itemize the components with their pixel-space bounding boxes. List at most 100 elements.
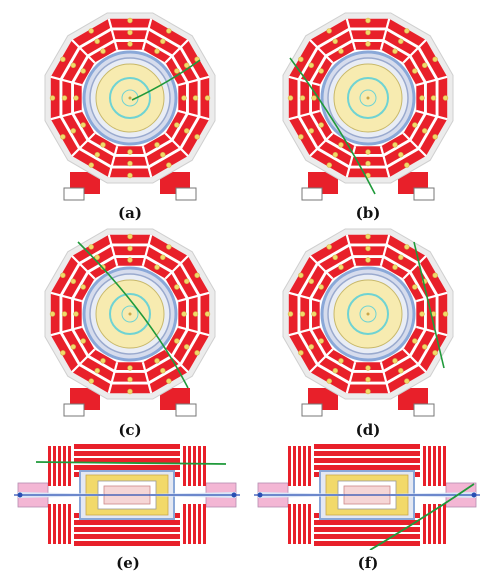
sector-gap — [379, 362, 391, 394]
tracker-ring — [347, 77, 389, 119]
endcap-disk-left-top — [293, 446, 296, 486]
muon-chamber — [73, 95, 79, 101]
endcap-disk-right-bottom — [183, 504, 186, 544]
end-view-detector-b — [282, 12, 454, 201]
side-view-detector-e — [14, 444, 240, 546]
muon-chamber — [154, 48, 160, 54]
muon-chamber — [94, 254, 100, 260]
sector-gap — [141, 234, 153, 266]
support-base-left — [63, 187, 85, 201]
endcap-disk-left-bottom — [63, 504, 66, 544]
endcap-disk-left-bottom — [293, 504, 296, 544]
muon-chamber — [184, 62, 190, 68]
muon-chamber — [326, 378, 332, 384]
endcap-disk-left-top — [303, 446, 306, 486]
muon-chamber — [100, 48, 106, 54]
barrel-muon-layer-top — [74, 451, 180, 456]
support-base-right — [175, 187, 197, 201]
barrel-muon-layer-top — [74, 465, 180, 470]
muon-chamber — [154, 142, 160, 148]
panel-a — [40, 12, 220, 202]
sector-gap — [50, 325, 82, 337]
muon-chamber — [392, 142, 398, 148]
sector-gap — [50, 109, 82, 121]
muon-chamber — [100, 358, 106, 364]
endcap-disk-right-bottom — [423, 504, 426, 544]
muon-chamber — [61, 311, 68, 317]
sector-gap — [288, 291, 320, 303]
muon-chamber — [127, 376, 133, 383]
muon-chamber — [88, 162, 94, 168]
side-view-detector-f — [254, 444, 480, 550]
sector-gap — [416, 75, 448, 87]
muon-chamber — [338, 142, 344, 148]
interaction-point — [128, 312, 132, 316]
sector-gap — [141, 362, 153, 394]
muon-chamber — [94, 152, 100, 158]
sector-gap — [107, 234, 119, 266]
muon-chamber — [194, 350, 200, 356]
muon-chamber — [154, 264, 160, 270]
endcap-disk-right-top — [188, 446, 191, 486]
sector-gap — [71, 348, 96, 373]
pixel-ring — [121, 305, 139, 323]
caption-e: (e) — [116, 554, 140, 572]
muon-chamber — [365, 160, 371, 167]
muon-chamber — [298, 56, 304, 62]
endcap-disk-left-top — [58, 446, 61, 486]
muon-chamber — [332, 368, 338, 374]
muon-chamber — [392, 48, 398, 54]
sector-gap — [107, 18, 119, 50]
support-base-right — [413, 187, 435, 201]
muon-chamber — [154, 358, 160, 364]
muon-chamber — [365, 388, 371, 395]
muon-chamber — [88, 28, 94, 34]
muon-chamber — [311, 95, 317, 101]
muon-chamber — [392, 358, 398, 364]
support-base-left — [63, 403, 85, 417]
muon-chamber — [73, 311, 79, 317]
muon-chamber — [299, 95, 306, 101]
sector-gap — [178, 325, 210, 337]
muon-chamber — [60, 350, 66, 356]
endcap-disk-right-bottom — [198, 504, 201, 544]
sector-gap — [345, 362, 357, 394]
barrel-muon-layer-top — [314, 444, 420, 449]
muon-chamber — [365, 257, 371, 263]
muon-chamber — [80, 122, 86, 128]
sector-gap — [71, 132, 96, 157]
muon-chamber — [326, 162, 332, 168]
muon-chamber — [298, 134, 304, 140]
muon-chamber — [432, 134, 438, 140]
barrel-muon-layer-bottom — [74, 520, 180, 525]
endcap-disk-left-bottom — [58, 504, 61, 544]
muon-chamber — [308, 344, 314, 350]
sector-gap — [309, 255, 334, 280]
muon-chamber — [308, 128, 314, 134]
muon-chamber — [60, 134, 66, 140]
support-base-left — [301, 403, 323, 417]
muon-chamber — [127, 41, 133, 47]
muon-chamber — [412, 68, 418, 74]
muon-chamber — [49, 311, 56, 317]
sector-gap — [288, 325, 320, 337]
endcap-disk-left-top — [288, 446, 291, 486]
sector-gap — [345, 18, 357, 50]
endcap-disk-right-top — [193, 446, 196, 486]
sector-gap — [402, 348, 427, 373]
muon-chamber — [94, 368, 100, 374]
sector-gap — [50, 291, 82, 303]
muon-chamber — [365, 149, 371, 155]
end-view-detector-c — [44, 228, 216, 417]
muon-chamber — [398, 152, 404, 158]
sector-gap — [164, 348, 189, 373]
sector-gap — [309, 39, 334, 64]
barrel-muon-layer-bottom — [314, 541, 420, 546]
muon-chamber — [432, 272, 438, 278]
muon-chamber — [70, 278, 76, 284]
sector-gap — [141, 146, 153, 178]
endcap-disk-right-bottom — [203, 504, 206, 544]
muon-chamber — [100, 142, 106, 148]
panel-d — [278, 228, 458, 418]
muon-chamber — [422, 344, 428, 350]
